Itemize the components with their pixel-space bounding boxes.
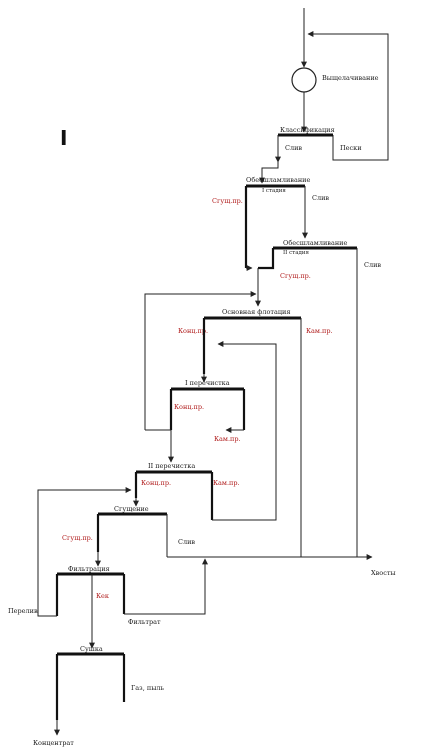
deslime2-label: Обесшламливание <box>283 239 347 247</box>
classification-label: Классификация <box>280 126 335 134</box>
sliv1-label: Слив <box>285 144 302 152</box>
c2-recycle-line <box>212 341 277 521</box>
kam-c1-label: Кам.пр. <box>214 435 241 443</box>
sgusch1-label: Сгущ.пр. <box>212 197 243 205</box>
filtrate-line <box>124 558 208 615</box>
peski-label: Пески <box>340 144 362 152</box>
cleaning1-label: I перечистка <box>185 379 230 387</box>
leaching-label: Выщелачивание <box>322 74 379 82</box>
to-deslime1-line <box>259 162 279 184</box>
deslime1-label: Обесшламливание <box>246 176 310 184</box>
pereliv-label: Перелив <box>8 607 38 615</box>
kek-label: Кек <box>96 592 109 600</box>
konc-c2-label: Конц.пр. <box>141 479 171 487</box>
sands-recycle-line <box>307 31 389 161</box>
sliv2-label: Слив <box>312 194 329 202</box>
deslime1-stage-label: I стадия <box>262 188 286 194</box>
cleaning2-label: II перечистка <box>148 462 195 470</box>
tailings-label: Хвосты <box>371 569 396 577</box>
figure-number: I <box>60 126 67 150</box>
leaching-circle-icon <box>291 67 317 93</box>
sgusch2-label: Сгущ.пр. <box>280 272 311 280</box>
filtration-label: Фильтрация <box>68 565 110 573</box>
sgusch-thick-label: Сгущ.пр. <box>62 534 93 542</box>
gas-label: Газ, пыль <box>131 684 164 692</box>
thickening-label: Сгущение <box>114 505 149 513</box>
sliv3-label: Слив <box>364 261 381 269</box>
filtrate-label: Фильтрат <box>128 618 161 626</box>
kam-c2-label: Кам.пр. <box>213 479 240 487</box>
overflow-recycle-line <box>37 487 132 617</box>
konc-c1-label: Конц.пр. <box>174 403 204 411</box>
sliv-thick-label: Слив <box>178 538 195 546</box>
deslime2-stage-label: II стадия <box>283 250 310 256</box>
c1-recycle-line <box>144 291 257 430</box>
main-flotation-label: Основная флотация <box>222 308 290 316</box>
konc-main-label: Конц.пр. <box>178 327 208 335</box>
drying-label: Сушка <box>80 645 103 653</box>
deslime2-underflow-line <box>258 248 275 270</box>
concentrate-label: Концентрат <box>33 739 74 747</box>
kam-main-label: Кам.пр. <box>306 327 333 335</box>
